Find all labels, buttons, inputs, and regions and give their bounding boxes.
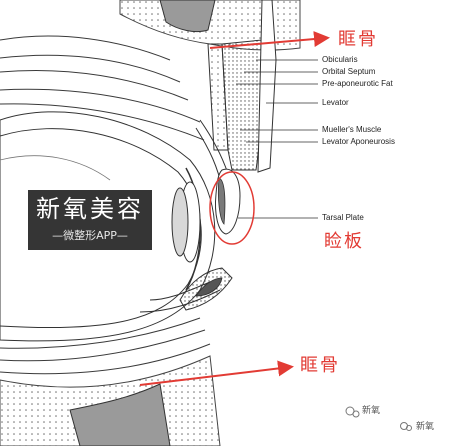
label-levator-aponeurosis: Levator Aponeurosis bbox=[322, 137, 395, 146]
label-orbital-septum: Orbital Septum bbox=[322, 67, 376, 76]
watermark-title: 新氧美容 bbox=[36, 195, 144, 223]
annotation-orbital-bone-top: 眶骨 bbox=[338, 29, 378, 50]
wechat-icon-right bbox=[400, 422, 412, 431]
label-pre-aponeurotic-fat: Pre-aponeurotic Fat bbox=[322, 79, 393, 88]
lower-orbital-bone bbox=[0, 355, 221, 446]
lower-eyelid bbox=[139, 267, 233, 313]
red-annotations bbox=[139, 31, 330, 386]
lower-soft-tissue bbox=[0, 317, 211, 375]
badge-right: 新氧 bbox=[416, 422, 435, 432]
label-tarsal-plate: Tarsal Plate bbox=[322, 213, 364, 222]
wechat-icon bbox=[345, 406, 360, 418]
badge-left: 新氧 bbox=[362, 406, 381, 416]
annotation-orbital-bone-bottom: 眶骨 bbox=[300, 355, 340, 376]
watermark-box: 新氧美容 —微整形APP— bbox=[28, 190, 152, 250]
watermark-subtitle: —微整形APP— bbox=[52, 229, 128, 242]
tarsal-plate bbox=[215, 168, 241, 235]
upper-orbital-bone bbox=[119, 0, 301, 51]
eyelid-layers bbox=[195, 0, 277, 189]
upper-soft-tissue bbox=[0, 35, 205, 141]
label-leader-lines bbox=[236, 59, 318, 219]
label-muellers-muscle: Mueller's Muscle bbox=[322, 125, 382, 134]
annotation-tarsal-plate: 睑板 bbox=[324, 231, 364, 252]
label-obicularis: Obicularis bbox=[322, 55, 358, 64]
label-levator: Levator bbox=[322, 98, 349, 107]
